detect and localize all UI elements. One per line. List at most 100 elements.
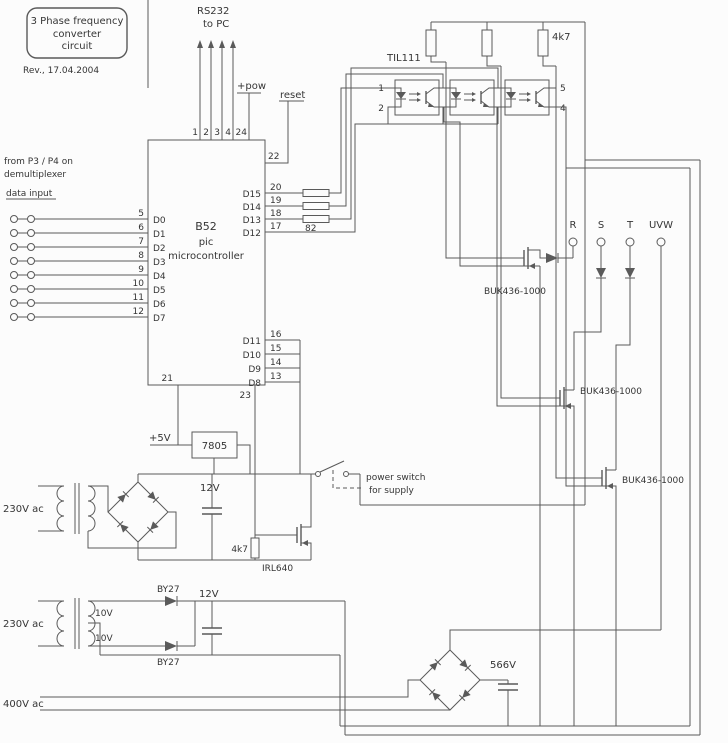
mosfet-arrow-icon xyxy=(565,403,571,409)
psu-power: 400V ac 566V xyxy=(3,649,518,711)
pin-num: 19 xyxy=(270,196,282,206)
mains-label-1: 230V ac xyxy=(3,504,44,515)
circuit-wiring xyxy=(6,0,701,736)
bus-uvw-label: UVW xyxy=(649,220,673,231)
mains-label-3: 400V ac xyxy=(3,699,44,710)
optocoupler-1 xyxy=(394,79,440,116)
connector-pin xyxy=(27,243,35,251)
mcu-pin-23: 23 xyxy=(240,391,251,401)
pin-name: D10 xyxy=(243,351,262,361)
bridge-rectifier-1 xyxy=(107,481,169,543)
diode-phase-t xyxy=(625,268,635,279)
pullup-resistors: 4k7 xyxy=(425,29,571,57)
optocoupler-3 xyxy=(504,79,550,116)
til111-label: TIL111 xyxy=(386,53,421,64)
switch-label-2: for supply xyxy=(369,486,415,496)
pin-name: D13 xyxy=(243,216,261,226)
transformer-1 xyxy=(56,483,96,534)
pin-num: 9 xyxy=(138,265,144,275)
connector-pin xyxy=(27,215,35,223)
diode-phase-s xyxy=(596,268,606,279)
resistor-82 xyxy=(302,202,330,210)
transformer-2 xyxy=(56,598,96,649)
mcu-pin-1: 1 xyxy=(192,128,198,138)
led-icon xyxy=(506,92,516,99)
input-note-1: from P3 / P4 on xyxy=(4,157,73,167)
switch-blade xyxy=(319,460,345,473)
mains-label-2: 230V ac xyxy=(3,619,44,630)
revision-label: Rev., 17.04.2004 xyxy=(23,66,99,76)
by27-label-2: BY27 xyxy=(157,658,180,668)
bus-cap-label: 566V xyxy=(490,660,516,671)
pin-name: D6 xyxy=(153,300,166,310)
connector-pin xyxy=(27,299,35,307)
diode-phase-r xyxy=(546,253,559,263)
resistor-82 xyxy=(302,215,330,223)
v12-label-1: 12V xyxy=(200,483,220,494)
arrow-up-icon xyxy=(230,40,236,48)
mcu-pin-3: 3 xyxy=(214,128,220,138)
opto-body xyxy=(394,79,440,116)
pin-name: D1 xyxy=(153,230,166,240)
pin-num: 7 xyxy=(138,237,144,247)
terminal-uvw xyxy=(656,237,666,247)
phase-s-label: S xyxy=(598,220,604,231)
connector-pin xyxy=(10,313,18,321)
emitter-arrow-icon xyxy=(483,103,489,107)
pin-num: 6 xyxy=(138,223,144,233)
power-switch xyxy=(315,460,349,477)
tap-10v-label: 10V xyxy=(95,609,113,619)
terminal-s xyxy=(596,237,606,247)
capacitor-1 xyxy=(202,507,222,515)
light-arrow-icon xyxy=(527,92,531,96)
light-arrow-icon xyxy=(527,98,531,102)
pin-num: 10 xyxy=(133,279,145,289)
terminal-t xyxy=(625,237,635,247)
microcontroller: B52 pic microcontroller +pow 24 reset 22… xyxy=(147,81,305,401)
connector-pin xyxy=(10,243,18,251)
switch-label-1: power switch xyxy=(366,473,425,483)
mosfet-arrow-icon xyxy=(302,540,308,546)
switch-contact xyxy=(315,471,321,477)
led-icon xyxy=(451,92,461,99)
mcu-pin-21: 21 xyxy=(162,374,173,384)
pin-num: 11 xyxy=(133,293,144,303)
connector-pin xyxy=(27,285,35,293)
pin-num: 18 xyxy=(270,209,282,219)
arrow-up-icon xyxy=(208,40,214,48)
pin-name: D11 xyxy=(243,337,261,347)
pin-name: D8 xyxy=(248,379,261,389)
opto-body xyxy=(504,79,550,116)
resistor-4k7 xyxy=(481,29,493,57)
bridge-rectifier-2 xyxy=(419,649,481,711)
title-line-3: circuit xyxy=(62,41,93,52)
connector-pin xyxy=(10,299,18,307)
phase-t-label: T xyxy=(626,220,634,231)
mcu-desc: microcontroller xyxy=(168,251,245,262)
r4k7-label: 4k7 xyxy=(231,545,248,555)
switch-contact xyxy=(343,471,349,477)
output-stage: R S T UVW BUK436-1000 BUK436-1000 xyxy=(484,220,684,489)
mosfet-q2 xyxy=(559,387,571,409)
annotation-dashed-line xyxy=(332,470,362,489)
pin-num: 5 xyxy=(138,209,144,219)
phase-r-label: R xyxy=(570,220,577,231)
resistor-82-label: 82 xyxy=(305,224,316,234)
pin-name: D3 xyxy=(153,258,166,268)
irl640-label: IRL640 xyxy=(262,564,293,574)
connector-pin xyxy=(10,271,18,279)
resistor-82 xyxy=(302,189,330,197)
pin-name: D15 xyxy=(243,190,261,200)
data-input-connector: from P3 / P4 on demultiplexer data input… xyxy=(4,157,166,324)
psu-drive: 230V ac 10V 10V BY27 BY27 12V xyxy=(3,585,222,668)
opto-pin-1: 1 xyxy=(378,84,384,94)
pin-name: D14 xyxy=(243,203,262,213)
opto-pin-5: 5 xyxy=(560,84,566,94)
pin-num: 8 xyxy=(138,251,144,261)
resistor-4k7 xyxy=(425,29,437,57)
pin-name: D2 xyxy=(153,244,166,254)
regulator-label: 7805 xyxy=(202,441,227,452)
